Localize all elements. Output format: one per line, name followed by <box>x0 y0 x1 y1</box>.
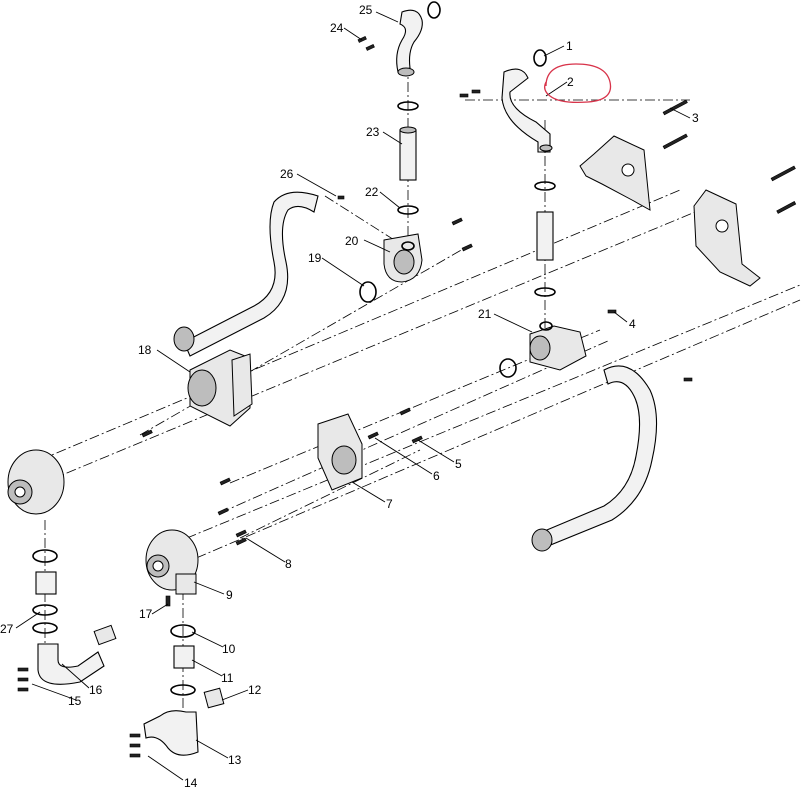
callout-13: 13 <box>228 753 242 767</box>
clamp-right-lower <box>534 287 556 297</box>
bolt-24-group <box>357 36 375 51</box>
part-16-elbow <box>37 624 117 685</box>
callout-4: 4 <box>629 317 636 331</box>
bolt-4 <box>607 309 617 314</box>
callout-8: 8 <box>285 557 292 571</box>
callout-16: 16 <box>89 683 103 697</box>
part-22-clamp <box>397 205 419 215</box>
part-12-gasket <box>203 687 225 709</box>
bolt-5 <box>411 435 423 444</box>
part-20-housing <box>383 233 423 283</box>
callout-2: 2 <box>567 75 574 89</box>
o-ring-top <box>427 1 441 19</box>
sleeve-right <box>536 211 554 261</box>
callout-18: 18 <box>138 343 152 357</box>
bolt-u-pipe <box>683 377 693 382</box>
bolt-15-group <box>17 667 29 692</box>
bolt-8-group <box>235 529 247 546</box>
part-25-elbow <box>396 9 423 77</box>
callout-5: 5 <box>455 457 462 471</box>
callout-23: 23 <box>366 125 380 139</box>
highlight-loop <box>544 63 612 104</box>
o-ring-left-1 <box>32 549 58 563</box>
callout-19: 19 <box>308 251 322 265</box>
turbo-left-rear <box>7 449 65 515</box>
clamp-upper <box>397 101 419 111</box>
callout-26: 26 <box>280 167 294 181</box>
manifold-bolts <box>141 217 473 516</box>
bolt-26 <box>337 195 345 200</box>
bolt-6-group <box>367 407 411 440</box>
bolt-pair-part-2 <box>459 89 481 98</box>
callout-9: 9 <box>226 588 233 602</box>
o-ring-left-2 <box>32 622 58 634</box>
callout-24: 24 <box>330 21 344 35</box>
part-21-housing <box>529 321 587 371</box>
callout-25: 25 <box>359 3 373 17</box>
part-13-elbow <box>143 710 199 756</box>
part-3-bolts <box>662 99 688 150</box>
part-7-flange <box>317 413 363 491</box>
upper-bracket <box>579 135 651 211</box>
part-18-housing <box>187 349 253 427</box>
lower-bracket <box>693 189 761 287</box>
part-23-sleeve-top <box>399 126 417 134</box>
part-27-clamp <box>32 604 58 616</box>
bracket-bolts <box>770 165 797 214</box>
part-19-o-ring <box>359 281 377 303</box>
part-11-sleeve <box>173 645 195 669</box>
callout-11: 11 <box>221 671 234 685</box>
part-26-pipe <box>173 191 319 357</box>
callout-6: 6 <box>433 469 440 483</box>
clamp-front <box>170 684 196 696</box>
part-10-o-ring <box>170 624 196 638</box>
callout-1: 1 <box>566 39 573 53</box>
callout-15: 15 <box>68 694 82 708</box>
callout-22: 22 <box>365 185 379 199</box>
callout-21: 21 <box>478 307 492 321</box>
part-1-o-ring <box>533 49 547 67</box>
callout-3: 3 <box>692 111 699 125</box>
callouts: 1 2 3 4 5 6 7 8 9 10 11 12 13 14 15 16 1… <box>0 3 699 790</box>
callout-27: 27 <box>0 622 14 636</box>
part-2-pipe <box>501 68 553 153</box>
sleeve-left <box>35 571 57 595</box>
o-ring-21 <box>499 358 517 378</box>
callout-14: 14 <box>184 776 198 790</box>
leader-lines <box>15 11 691 781</box>
part-17-fitting <box>165 595 171 607</box>
part-23-sleeve <box>399 129 417 181</box>
bolt-14-group <box>129 733 141 758</box>
callout-7: 7 <box>386 497 393 511</box>
callout-20: 20 <box>345 234 359 248</box>
clamp-right-upper <box>534 181 556 191</box>
callout-17: 17 <box>139 607 153 621</box>
part-9-turbo <box>145 529 199 595</box>
large-u-pipe <box>531 365 658 552</box>
callout-10: 10 <box>222 642 236 656</box>
callout-12: 12 <box>248 683 262 697</box>
